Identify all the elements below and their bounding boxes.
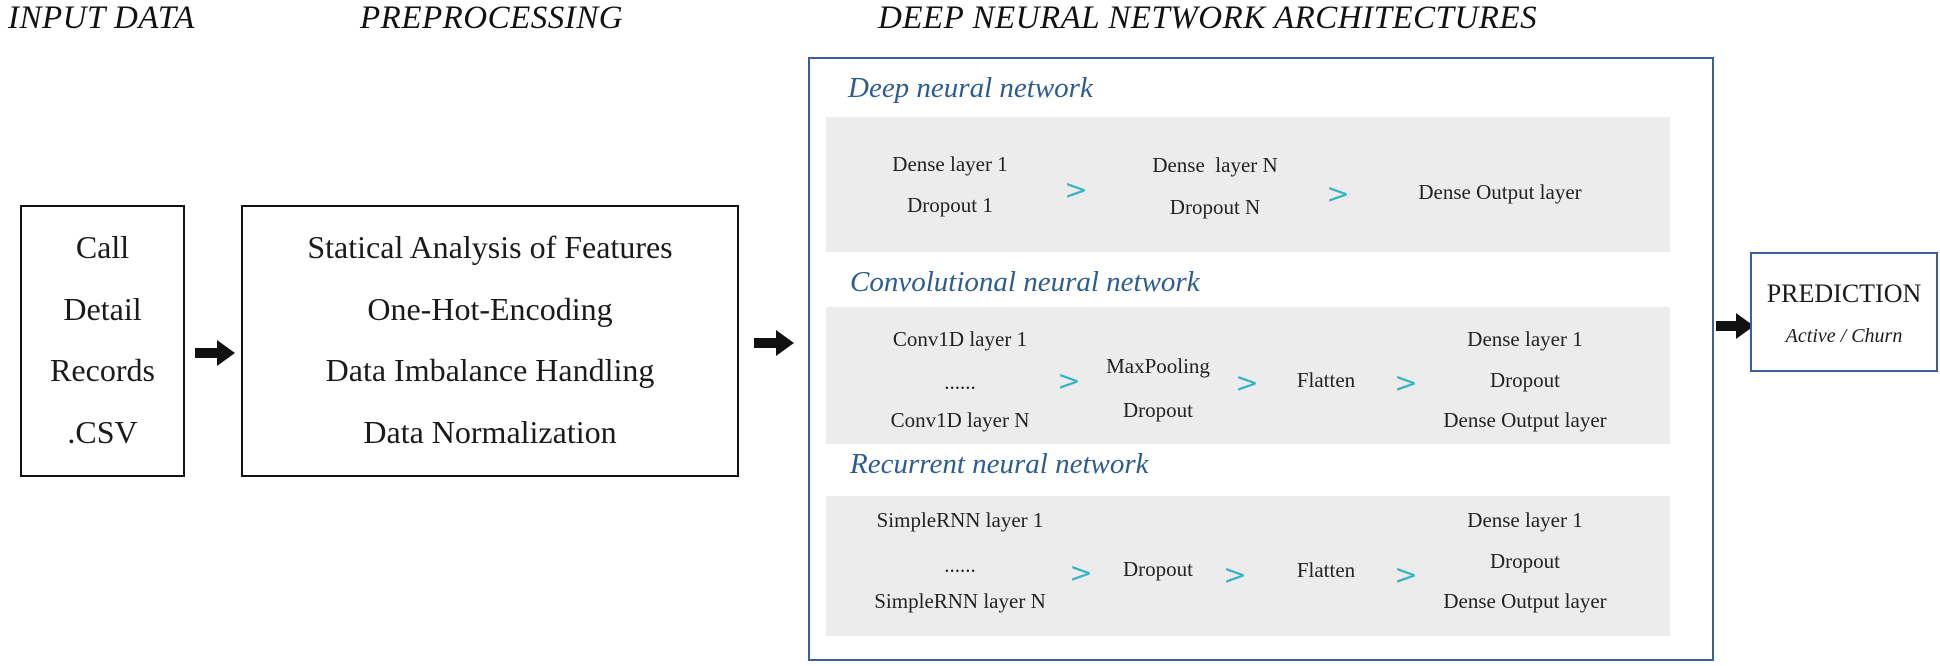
input-data-box: Call Detail Records .CSV [20,205,185,477]
cnn-dense-layer-1: Dense layer 1 [1467,327,1583,351]
arrow-input-to-preprocessing [195,340,235,366]
dnn-dropout-1: Dropout 1 [907,193,993,217]
cnn-flatten: Flatten [1296,368,1356,392]
rnn-arrow-1: > [1069,556,1093,589]
rnn-panel [826,496,1670,636]
prediction-box: PREDICTION Active / Churn [1750,252,1938,372]
cnn-conv1d-layer-n: Conv1D layer N [890,408,1030,432]
preprocessing-line-3: Data Imbalance Handling [325,352,655,388]
heading-input-data: INPUT DATA [8,0,195,36]
cnn-dropout-mid: Dropout [1123,398,1193,422]
architectures-frame [808,57,1714,661]
dnn-dense-layer-1: Dense layer 1 [892,152,1008,176]
dnn-dropout-n: Dropout N [1169,195,1261,219]
arrow-preprocessing-to-architectures [754,330,794,356]
cnn-conv1d-layer-1: Conv1D layer 1 [892,327,1028,351]
preprocessing-line-1: Statical Analysis of Features [307,229,673,265]
rnn-title: Recurrent neural network [850,448,1149,480]
cnn-arrow-3: > [1394,366,1418,399]
cnn-title: Convolutional neural network [850,266,1200,298]
rnn-arrow-2: > [1223,558,1247,591]
cnn-arrow-1: > [1057,364,1081,397]
cnn-maxpooling: MaxPooling [1106,354,1210,378]
heading-architectures: DEEP NEURAL NETWORK ARCHITECTURES [878,0,1538,36]
cnn-dense-output-layer: Dense Output layer [1443,408,1607,432]
cnn-panel [826,307,1670,444]
preprocessing-line-4: Data Normalization [363,414,617,450]
rnn-dense-layer-1: Dense layer 1 [1467,508,1583,532]
dnn-dense-layer-n: Dense layer N [1152,153,1278,177]
rnn-flatten: Flatten [1296,558,1356,582]
rnn-simplernn-layer-1: SimpleRNN layer 1 [876,508,1044,532]
rnn-dense-output-layer: Dense Output layer [1443,589,1607,613]
dnn-arrow-1: > [1064,173,1088,206]
rnn-dropout: Dropout [1490,549,1560,573]
input-line-2: Detail [63,291,142,327]
rnn-ellipsis: ...... [944,553,976,577]
cnn-ellipsis: ...... [944,370,976,394]
preprocessing-box: Statical Analysis of Features One-Hot-En… [241,205,739,477]
heading-preprocessing: PREPROCESSING [360,0,624,36]
preprocessing-line-2: One-Hot-Encoding [367,291,613,327]
dnn-panel [826,117,1670,252]
prediction-subtitle: Active / Churn [1785,325,1903,347]
dnn-arrow-2: > [1326,177,1350,210]
input-line-1: Call [75,229,130,265]
rnn-simplernn-layer-n: SimpleRNN layer N [874,589,1046,613]
input-line-4: .CSV [67,414,138,450]
cnn-dropout: Dropout [1490,368,1560,392]
cnn-arrow-2: > [1235,366,1259,399]
dnn-title: Deep neural network [848,72,1093,104]
input-line-3: Records [50,352,155,388]
rnn-arrow-3: > [1394,558,1418,591]
rnn-dropout-mid: Dropout [1123,557,1193,581]
arrow-architectures-to-prediction [1716,313,1754,339]
dnn-dense-output-layer: Dense Output layer [1418,180,1582,204]
prediction-title: PREDICTION [1766,279,1922,308]
